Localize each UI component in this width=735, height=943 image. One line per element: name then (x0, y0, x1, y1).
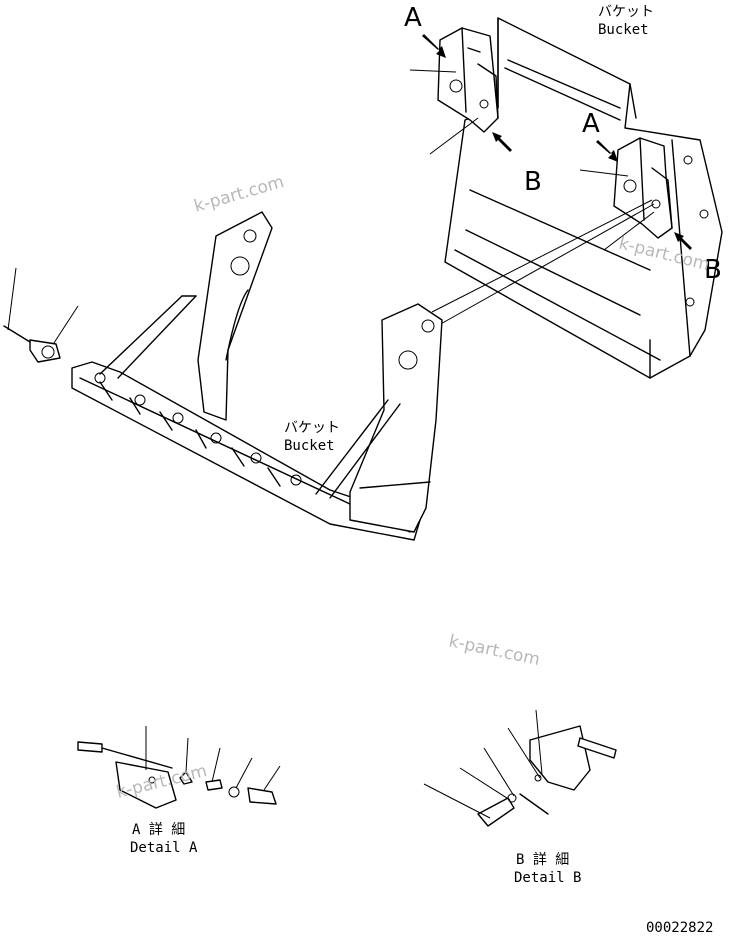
bolt-assembly (3, 325, 61, 363)
view-label-b-right: B (704, 255, 722, 285)
watermark-3: k-part.com (447, 631, 542, 670)
lower-bracket (613, 137, 673, 239)
bucket-label-en-bottom: Bucket (284, 438, 335, 454)
view-arrows (422, 34, 692, 250)
detail-b-parts (423, 709, 617, 827)
detail-a-label-en: Detail A (130, 840, 198, 856)
view-label-a-top: A (404, 3, 422, 33)
leader-lines (7, 69, 655, 347)
bucket-label-jp-bottom: バケット (284, 420, 340, 436)
detail-b-label-en: Detail B (514, 870, 581, 886)
view-label-b-mid: B (524, 167, 542, 197)
detail-b-label-jp: B 詳 細 (516, 852, 569, 868)
watermark-1: k-part.com (192, 172, 286, 217)
view-label-a-right: A (582, 109, 600, 139)
bucket-frame (71, 211, 443, 541)
upper-bracket (437, 27, 499, 133)
bucket-label-jp-top: バケット (598, 4, 654, 20)
detail-a-parts (77, 726, 281, 809)
part-code: 00022822 (646, 920, 713, 936)
detail-a-label-jp: A 詳 細 (132, 822, 185, 838)
bucket-label-en-top: Bucket (598, 22, 649, 38)
